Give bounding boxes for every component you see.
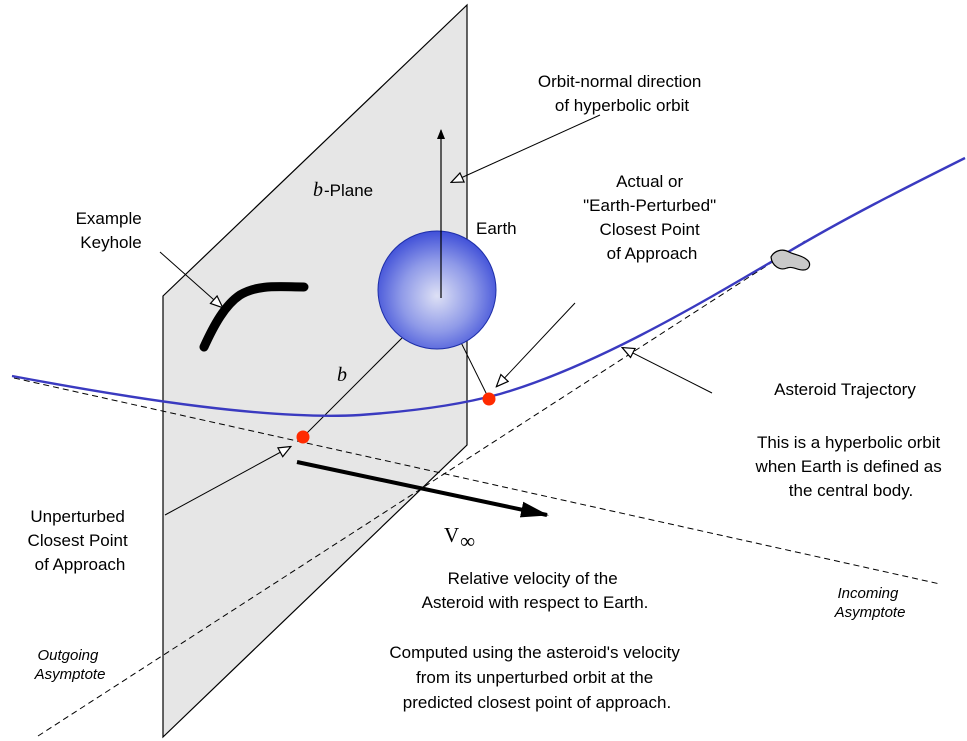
actual-cpa-leader [497,302,576,386]
v-infinity-label: V∞ [444,523,475,553]
asteroid-trajectory-curve [11,156,966,417]
perturbed-cpa-point [482,392,496,406]
orbit-normal-leader [452,114,601,182]
relative-velocity-note: Relative velocity of the Asteroid with r… [422,569,649,612]
orbit-normal-label: Orbit-normal direction of hyperbolic orb… [538,72,706,115]
earth-label: Earth [476,219,517,238]
trajectory-leader [623,348,713,394]
asteroid-icon [770,249,811,271]
earth-sphere [377,230,497,350]
outgoing-asymptote-label: Outgoing Asymptote [34,647,106,683]
keyhole-leader [159,251,222,307]
b-plane-label: b-Plane [313,179,373,201]
outgoing-asymptote [37,240,806,737]
unperturbed-cpa-leader [164,447,290,516]
asteroid-trajectory-label: Asteroid Trajectory [774,380,916,399]
hyperbolic-note: This is a hyperbolic orbit when Earth is… [755,433,947,500]
computed-note: Computed using the asteroid's velocity f… [389,643,684,712]
v-infinity-arrow [296,460,549,518]
b-vector-label: b [337,364,347,386]
unperturbed-cpa-label: Unperturbed Closest Point of Approach [28,507,133,574]
actual-cpa-label: Actual or "Earth-Perturbed" Closest Poin… [583,172,721,263]
keyhole-shape [199,282,309,352]
incoming-asymptote-label: Incoming Asymptote [834,585,906,621]
keyhole-label: Example Keyhole [76,209,147,252]
b-plane [162,3,468,739]
unperturbed-cpa-point [296,430,310,444]
incoming-asymptote [13,377,941,585]
